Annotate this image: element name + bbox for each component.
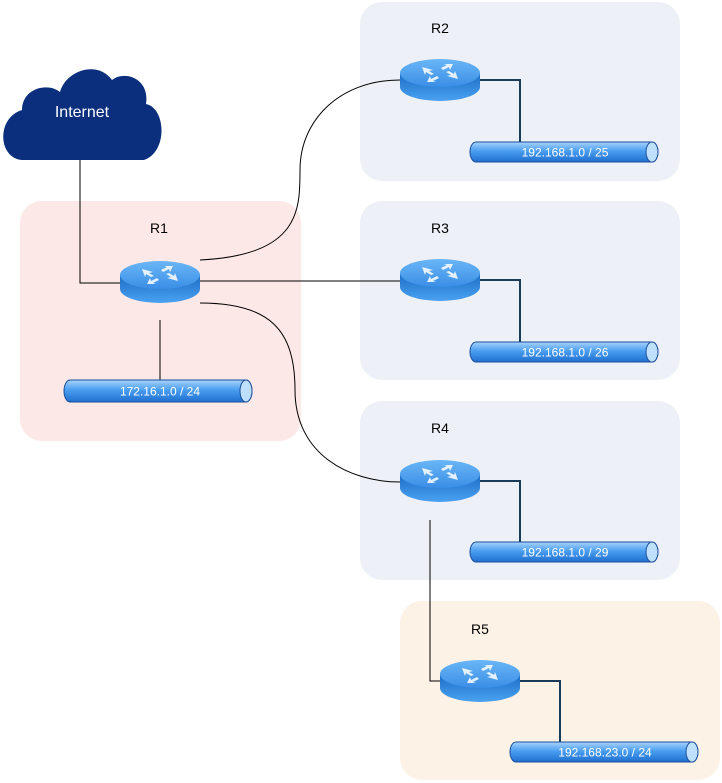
network-r1: 172.16.1.0 / 24 [63, 379, 253, 403]
network-r5: 192.168.23.0 / 24 [509, 741, 699, 763]
network-r3-label: 192.168.1.0 / 26 [522, 346, 609, 360]
router-r3-label: R3 [431, 220, 449, 236]
router-r5: R5 [440, 621, 520, 702]
router-r5-label: R5 [471, 621, 489, 637]
network-r2-label: 192.168.1.0 / 25 [522, 146, 609, 160]
link-r1-r4 [199, 302, 401, 483]
router-r2-label: R2 [431, 20, 449, 36]
router-r1: R1 [120, 220, 200, 303]
router-r4-label: R4 [431, 420, 449, 436]
network-r4: 192.168.1.0 / 29 [469, 541, 659, 563]
link-r1-r2 [199, 79, 401, 261]
internet-label: Internet [55, 104, 110, 121]
link-r3-network [480, 279, 521, 342]
network-r3: 192.168.1.0 / 26 [469, 341, 659, 363]
router-r3: R3 [400, 220, 480, 301]
network-r4-label: 192.168.1.0 / 29 [522, 546, 609, 560]
link-r2-network [480, 79, 521, 142]
network-r5-label: 192.168.23.0 / 24 [558, 746, 652, 760]
link-r4-network [480, 480, 521, 542]
router-r2: R2 [400, 20, 480, 101]
router-r4: R4 [400, 420, 480, 502]
link-r5-network [520, 680, 561, 742]
internet-cloud: Internet [3, 69, 162, 160]
network-r2: 192.168.1.0 / 25 [469, 141, 659, 163]
router-r1-label: R1 [150, 220, 168, 236]
link-internet-r1 [79, 160, 120, 284]
link-r4-r5 [429, 520, 440, 682]
network-r1-label: 172.16.1.0 / 24 [120, 385, 200, 399]
